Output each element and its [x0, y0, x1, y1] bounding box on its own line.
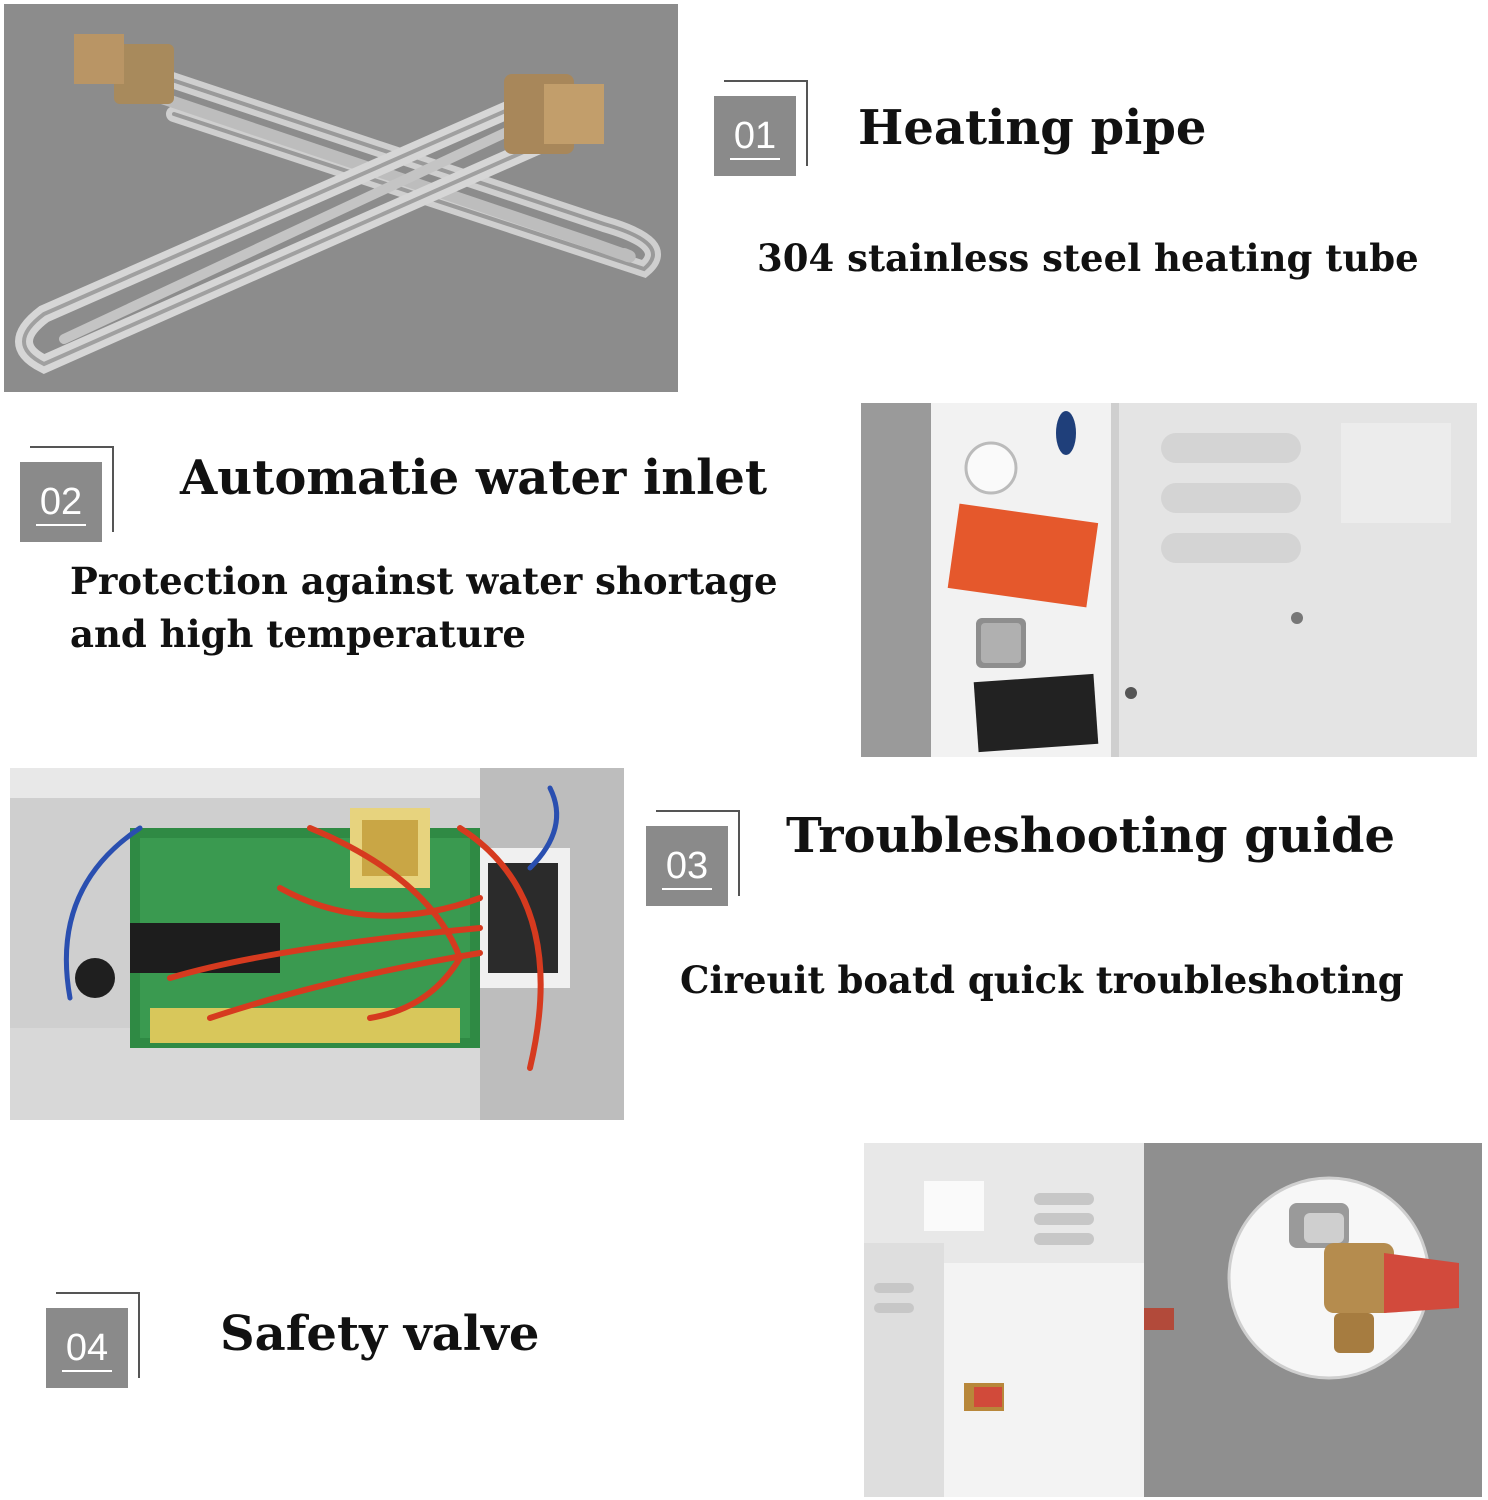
circuit-board-photo [10, 768, 624, 1120]
feature-number-badge-04: 04 [46, 1292, 146, 1392]
feature-number: 02 [20, 462, 102, 542]
feature-description-heating-pipe: 304 stainless steel heating tube [757, 236, 1419, 280]
feature-title-water-inlet: Automatie water inlet [180, 450, 768, 506]
water-inlet-photo [861, 403, 1477, 757]
safety-valve-photo [864, 1143, 1482, 1497]
feature-number: 04 [46, 1308, 128, 1388]
feature-description-troubleshooting: Cireuit boatd quick troubleshoting [680, 958, 1404, 1002]
heating-pipe-photo [4, 4, 678, 392]
feature-title-troubleshooting: Troubleshooting guide [786, 808, 1396, 864]
feature-description-water-inlet: Protection against water shortage and hi… [70, 559, 778, 656]
feature-title-safety-valve: Safety valve [220, 1306, 540, 1362]
feature-number-badge-01: 01 [714, 80, 814, 180]
feature-number: 01 [714, 96, 796, 176]
feature-number: 03 [646, 826, 728, 906]
feature-number-badge-02: 02 [20, 446, 120, 546]
feature-number-badge-03: 03 [646, 810, 746, 910]
feature-title-heating-pipe: Heating pipe [858, 100, 1207, 156]
